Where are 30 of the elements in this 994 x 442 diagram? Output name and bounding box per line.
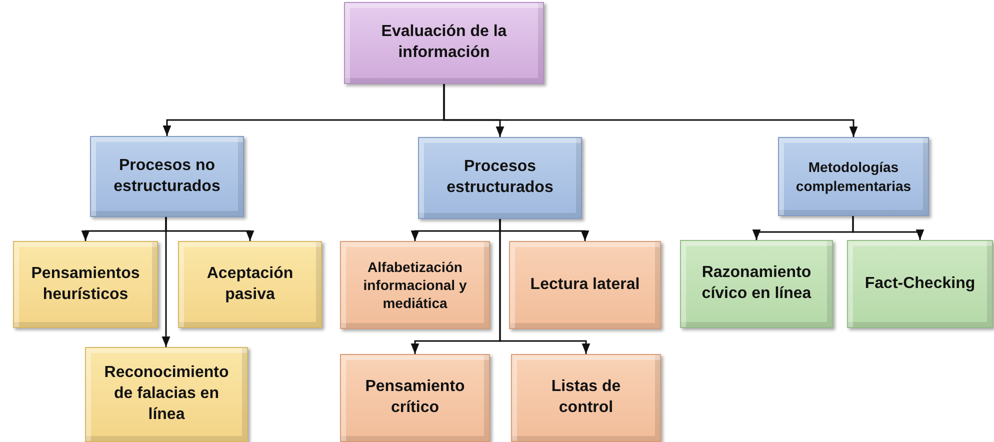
box-label: Procesos no estructurados (112, 156, 222, 196)
category-box (13, 241, 158, 328)
box-label: Reconocimiento de falacias en línea (103, 363, 230, 425)
arrow (852, 216, 924, 240)
box-label: Razonamiento cívico en línea (700, 263, 812, 304)
box-label: Metodologías complementarias (794, 158, 912, 195)
box-label: Aceptación pasiva (206, 264, 294, 304)
category-box (340, 241, 490, 329)
category-box (418, 137, 582, 219)
category-box (90, 136, 244, 217)
category-box (511, 354, 661, 442)
category-box (178, 241, 322, 328)
category-box (778, 137, 929, 216)
category-box (509, 241, 661, 329)
category-box (85, 347, 248, 442)
category-box (344, 2, 544, 84)
box-label: Fact-Checking (864, 274, 976, 294)
category-box (847, 240, 993, 328)
box-label: Listas de control (550, 377, 622, 418)
box-label: Evaluación de la información (380, 22, 508, 63)
arrow (499, 219, 590, 354)
box-label: Lectura lateral (530, 274, 640, 295)
box-label: Procesos estructurados (446, 157, 554, 198)
category-box (340, 354, 490, 442)
category-box (680, 240, 833, 328)
arrow (162, 217, 170, 347)
arrow (443, 84, 858, 137)
box-label: Pensamiento crítico (364, 377, 466, 418)
box-label: Alfabetización informacional y mediática (362, 258, 468, 312)
box-label: Pensamientos heurísticos (30, 264, 141, 304)
